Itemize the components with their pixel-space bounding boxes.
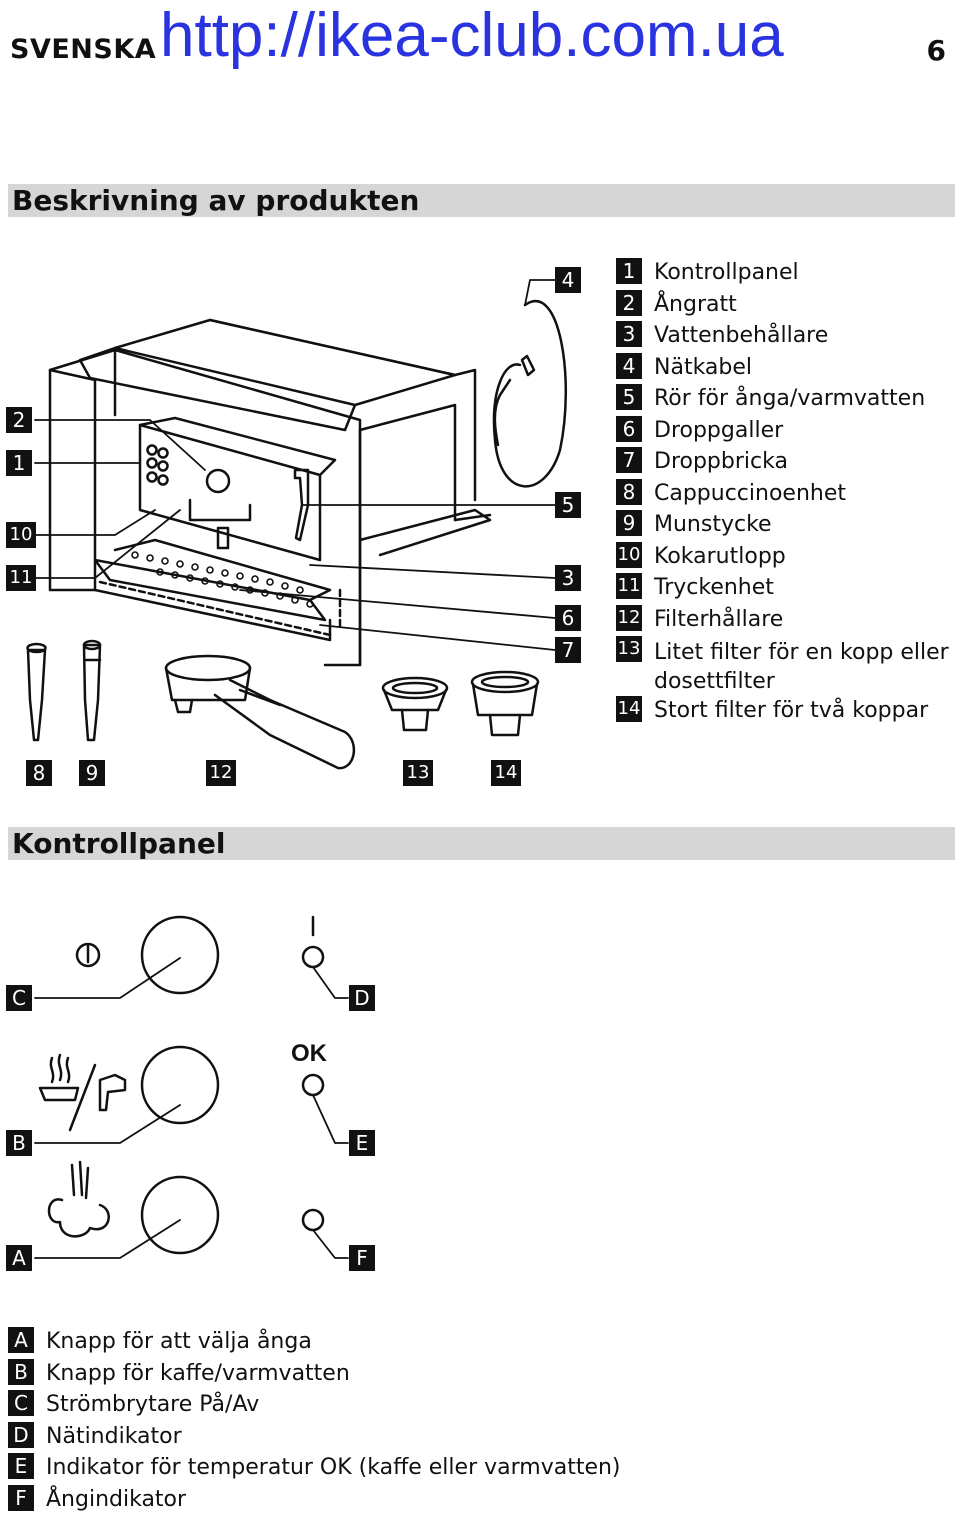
machine-drawing <box>34 279 568 667</box>
list-item: 5 Rör för ånga/varmvatten <box>616 384 956 416</box>
list-item-letter: C <box>8 1390 34 1416</box>
steam-icon <box>47 1198 110 1238</box>
list-item-number: 10 <box>616 541 642 568</box>
list-item-label: Kontrollpanel <box>654 260 799 285</box>
list-item-number: 11 <box>616 573 642 599</box>
control-panel-drawing <box>34 915 349 1259</box>
control-parts-list: A Knapp för att välja ånga B Knapp för kaf… <box>8 1327 708 1516</box>
callout-accessory-14: 14 <box>491 760 521 786</box>
list-item-number: 7 <box>616 447 642 473</box>
power-icon <box>75 942 101 968</box>
callout-accessory-13: 13 <box>403 760 433 786</box>
callout-machine-11: 11 <box>6 565 36 591</box>
list-item-number: 6 <box>616 415 642 442</box>
callout-machine-10: 10 <box>6 522 36 548</box>
list-item-label: Filterhållare <box>654 606 784 632</box>
list-item-label: Droppbricka <box>654 449 788 474</box>
callout-machine-3: 3 <box>555 565 581 591</box>
list-item: 13 Litet filter för en kopp eller dosettf… <box>616 636 956 696</box>
list-item: 7 Droppbricka <box>616 447 956 479</box>
callout-machine-1: 1 <box>6 450 32 476</box>
list-item-label: Ångindikator <box>46 1486 187 1512</box>
list-item-number: 13 <box>616 636 642 662</box>
list-item: B Knapp för kaffe/varmvatten <box>8 1358 708 1391</box>
list-item: 8 Cappuccinoenhet <box>616 478 956 511</box>
list-item-letter: B <box>8 1358 34 1385</box>
list-item-label: Litet filter för en kopp eller dosettfil… <box>654 640 949 694</box>
callout-accessory-9: 9 <box>79 760 105 786</box>
cup-icon <box>38 1086 80 1102</box>
list-item-label: Tryckenhet <box>654 575 774 600</box>
list-item-label: Knapp för att välja ånga <box>46 1329 312 1354</box>
list-item-number: 8 <box>616 478 642 505</box>
product-parts-list: 1 Kontrollpanel 2 Ångratt 3 Vattenbehållare… <box>616 258 956 728</box>
list-item-label: Droppgaller <box>654 417 784 443</box>
list-item-number: 5 <box>616 384 642 410</box>
indicator-ok-symbol: OK <box>291 1040 327 1067</box>
callout-accessory-8: 8 <box>26 760 52 786</box>
list-item-number: 12 <box>616 604 642 631</box>
callout-machine-4: 4 <box>555 267 581 293</box>
page-number: 6 <box>926 34 946 67</box>
callout-machine-2: 2 <box>6 407 32 433</box>
list-item: 6 Droppgaller <box>616 415 956 448</box>
list-item-letter: A <box>8 1327 34 1353</box>
list-item-number: 2 <box>616 289 642 316</box>
list-item-label: Indikator för temperatur OK (kaffe eller… <box>46 1455 621 1480</box>
list-item: C Strömbrytare På/Av <box>8 1390 708 1422</box>
tap-icon <box>98 1073 127 1112</box>
list-item: 14 Stort filter för två koppar <box>616 696 956 728</box>
callout-machine-5: 5 <box>555 492 581 518</box>
header-language: SVENSKA <box>10 34 157 65</box>
list-item-number: 1 <box>616 258 642 284</box>
list-item-label: Stort filter för två koppar <box>654 698 929 723</box>
list-item: A Knapp för att välja ånga <box>8 1327 708 1359</box>
list-item: 11 Tryckenhet <box>616 573 956 605</box>
list-item: 3 Vattenbehållare <box>616 321 956 353</box>
list-item: 2 Ångratt <box>616 289 956 322</box>
list-item: 4 Nätkabel <box>616 352 956 385</box>
list-item-label: Vattenbehållare <box>654 323 829 348</box>
list-item-letter: F <box>8 1484 34 1511</box>
callout-panel-d: D <box>349 985 375 1011</box>
list-item-label: Rör för ånga/varmvatten <box>654 386 926 411</box>
list-item: 1 Kontrollpanel <box>616 258 956 290</box>
list-item: F Ångindikator <box>8 1484 708 1517</box>
list-item-label: Kokarutlopp <box>654 543 786 569</box>
callout-panel-c: C <box>6 985 32 1011</box>
callout-panel-b: B <box>6 1130 32 1156</box>
section-title-product: Beskrivning av produkten <box>8 184 955 217</box>
list-item-label: Ångratt <box>654 291 737 317</box>
accessories-drawing <box>26 639 540 770</box>
list-item-number: 4 <box>616 352 642 379</box>
list-item: 9 Munstycke <box>616 510 956 542</box>
callout-panel-e: E <box>349 1130 375 1156</box>
header-url-link[interactable]: http://ikea-club.com.ua <box>160 1 784 70</box>
list-item: E Indikator för temperatur OK (kaffe elle… <box>8 1453 708 1485</box>
list-item-label: Knapp för kaffe/varmvatten <box>46 1360 350 1386</box>
callout-accessory-12: 12 <box>206 760 236 786</box>
callout-panel-f: F <box>349 1245 375 1271</box>
callout-panel-a: A <box>6 1245 32 1271</box>
list-item-letter: D <box>8 1421 34 1448</box>
callout-machine-6: 6 <box>555 605 581 631</box>
list-item-label: Strömbrytare På/Av <box>46 1392 260 1417</box>
section-title-control-panel: Kontrollpanel <box>8 827 955 860</box>
list-item: D Nätindikator <box>8 1421 708 1454</box>
list-item-label: Nätindikator <box>46 1423 182 1449</box>
list-item-number: 14 <box>616 696 642 722</box>
list-item-number: 9 <box>616 510 642 536</box>
list-item-number: 3 <box>616 321 642 347</box>
list-item: 10 Kokarutlopp <box>616 541 956 574</box>
list-item-label: Cappuccinoenhet <box>654 480 847 506</box>
list-item-label: Nätkabel <box>654 354 753 380</box>
list-item-label: Munstycke <box>654 512 772 537</box>
list-item-letter: E <box>8 1453 34 1479</box>
callout-machine-7: 7 <box>555 637 581 663</box>
list-item: 12 Filterhållare <box>616 604 956 637</box>
